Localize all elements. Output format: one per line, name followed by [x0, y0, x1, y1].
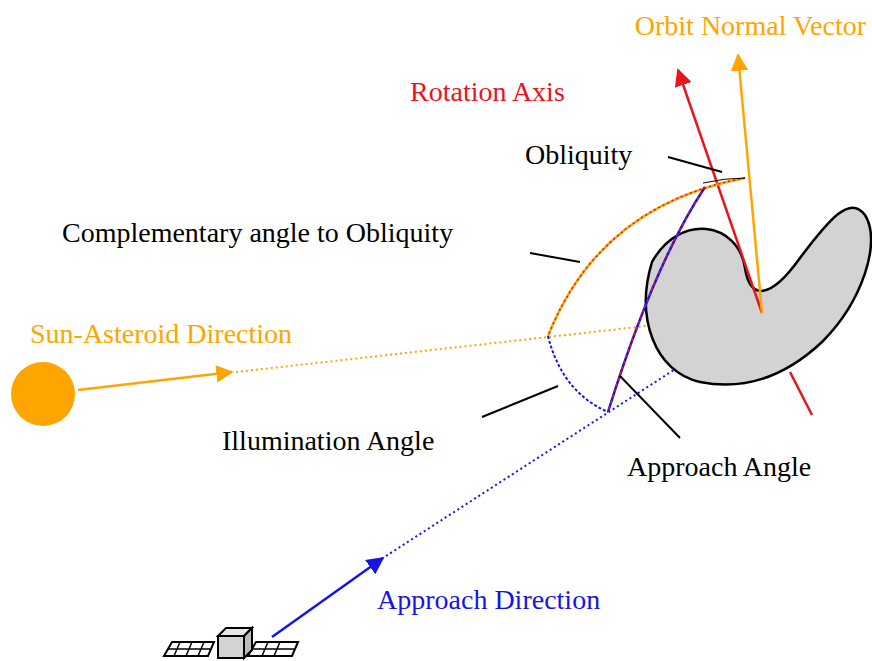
rotation-axis-arrow — [678, 70, 762, 313]
orbit-normal-arrow — [738, 55, 762, 313]
spacecraft-symbol — [164, 628, 298, 658]
angle-label: Rotation Axis — [410, 77, 565, 108]
obliquity-arc — [703, 178, 745, 183]
angle-label: Approach Angle — [627, 452, 811, 483]
leader-line — [620, 376, 680, 438]
illumination-arc — [548, 336, 608, 412]
angle-label: Complementary angle to Obliquity — [62, 218, 453, 249]
leader-line — [668, 157, 722, 172]
leader-line — [530, 253, 580, 262]
angle-label: Illumination Angle — [222, 426, 434, 457]
complementary-arc-dots — [548, 178, 745, 336]
rotation-axis-tail — [790, 372, 812, 415]
approach-direction-arrow — [272, 558, 383, 637]
angle-label: Orbit Normal Vector — [635, 11, 866, 42]
angle-label: Sun-Asteroid Direction — [30, 319, 292, 350]
sun-direction-arrow — [78, 372, 232, 390]
angle-label: Approach Direction — [377, 585, 600, 616]
angle-label: Obliquity — [525, 140, 632, 171]
complementary-arc — [548, 178, 745, 336]
sun-symbol — [11, 362, 75, 426]
leader-line — [482, 386, 558, 417]
asteroid-shape — [646, 208, 871, 385]
